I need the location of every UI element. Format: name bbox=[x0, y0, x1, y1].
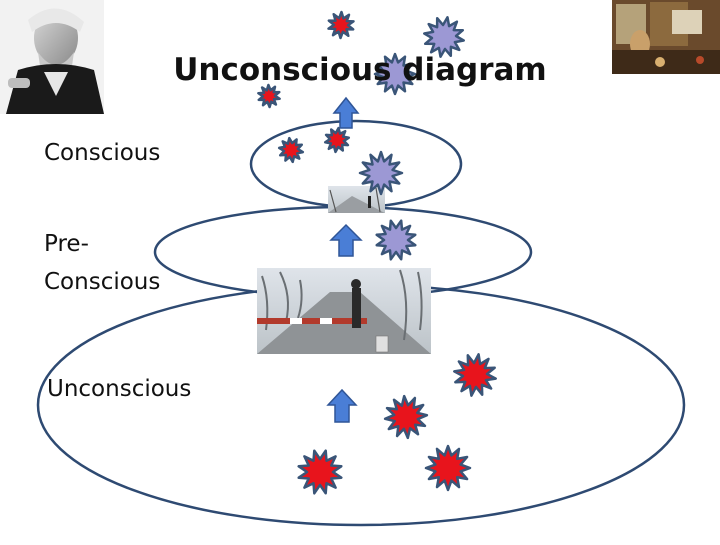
arrow-to-conscious bbox=[332, 96, 360, 129]
red-thought-burst-5 bbox=[277, 136, 305, 164]
red-thought-burst-11 bbox=[424, 444, 472, 492]
portrait-photo bbox=[0, 0, 104, 114]
snowy-road-photo-large bbox=[257, 268, 431, 354]
arrow-from-unconscious bbox=[326, 388, 358, 423]
red-thought-burst-1 bbox=[327, 10, 355, 40]
lavender-thought-burst-7 bbox=[358, 150, 404, 196]
page-title: Unconscious diagram bbox=[173, 52, 546, 88]
red-thought-burst-6 bbox=[323, 126, 351, 154]
red-thought-burst-12 bbox=[297, 449, 343, 495]
label-preconscious-line1: Pre- bbox=[44, 231, 89, 257]
label-preconscious-line2: Conscious bbox=[44, 269, 160, 295]
red-thought-burst-10 bbox=[383, 394, 429, 440]
arrow-to-preconscious bbox=[329, 223, 363, 257]
lavender-thought-burst-2 bbox=[423, 16, 465, 58]
label-unconscious: Unconscious bbox=[47, 376, 191, 402]
lavender-thought-burst-8 bbox=[375, 219, 417, 261]
study-room-photo bbox=[612, 0, 720, 74]
snowy-road-photo-small bbox=[328, 186, 385, 213]
lavender-thought-burst-3 bbox=[373, 52, 417, 96]
red-thought-burst-9 bbox=[453, 353, 497, 397]
thought-bursts bbox=[257, 10, 497, 495]
red-thought-burst-4 bbox=[257, 83, 281, 109]
label-conscious: Conscious bbox=[44, 140, 160, 166]
